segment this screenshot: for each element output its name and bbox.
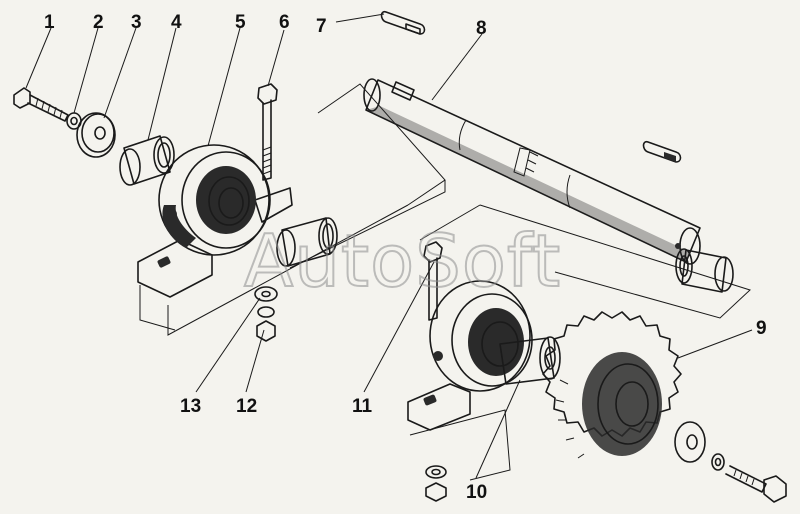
callout-11: 11 [352,396,373,417]
watermark: AutoSoft [244,219,561,303]
bushing-right [675,248,734,293]
bushing-left [119,135,175,186]
washer-nut-bottom [425,465,447,502]
bolt-right [725,465,787,503]
callout-8: 8 [476,18,487,39]
callout-7: 7 [316,16,327,37]
callout-6: 6 [279,12,290,33]
lock-washer-right [711,453,725,471]
hub-sleeve [499,336,561,385]
bolt-left [13,87,69,122]
callout-1: 1 [44,12,55,33]
shaft [363,78,701,265]
bearing-housing-left [137,144,293,298]
flat-washer-right [674,421,706,463]
bushing-middle [276,217,338,267]
key-top [380,10,426,35]
callout-9: 9 [756,318,767,339]
callout-2: 2 [93,12,104,33]
callout-12: 12 [236,396,257,417]
bolt-vertical-left [257,83,278,181]
callout-10: 10 [466,482,487,503]
callout-3: 3 [131,12,142,33]
bearing-housing-right [407,280,533,431]
callout-5: 5 [235,12,246,33]
leader-lines [25,13,753,479]
washer-nut-left [254,286,278,342]
sprocket [542,311,682,459]
key-right [642,140,682,163]
callout-13: 13 [180,396,201,417]
flat-washer-left [76,112,116,158]
callout-4: 4 [171,12,182,33]
